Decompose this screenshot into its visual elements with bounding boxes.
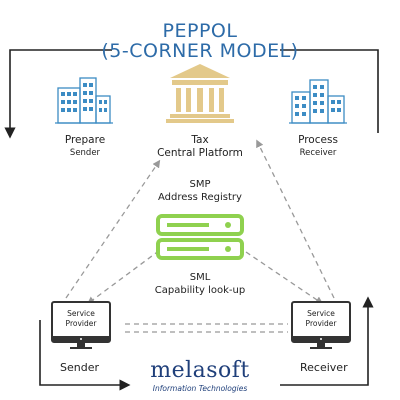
sender-label: Sender [60, 361, 99, 374]
building-icon [55, 77, 113, 124]
process-title: Process [298, 134, 338, 146]
prepare-title: Prepare [64, 134, 106, 146]
monitor-icon [291, 301, 351, 349]
tax-title: Tax [191, 134, 209, 146]
building-icon [289, 79, 347, 124]
prepare-sub: Sender [69, 148, 101, 158]
sp-left-line1: Service [67, 309, 95, 318]
server-icon [156, 214, 244, 260]
dashed-receiver-to-tax [256, 139, 335, 299]
prepare-label: Prepare Sender [45, 134, 125, 160]
diagram-subtitle: (5-CORNER MODEL) [101, 40, 299, 62]
receiver-label: Receiver [300, 361, 348, 374]
dashed-sender-to-tax [65, 159, 161, 299]
service-provider-right: Service Provider [292, 309, 350, 329]
melasoft-tagline: Information Technologies [152, 384, 248, 393]
temple-icon [166, 64, 234, 123]
sp-left-line2: Provider [65, 319, 97, 328]
outer-flow-bottom-left [39, 320, 131, 391]
sml-sub: Capability look-up [154, 285, 246, 296]
monitor-icon [51, 301, 111, 349]
service-provider-left: Service Provider [52, 309, 110, 329]
process-label: Process Receiver [278, 134, 358, 160]
diagram-title: PEPPOL [162, 20, 238, 42]
smp-title: SMP [189, 179, 211, 190]
sml-title: SML [189, 272, 211, 283]
outer-flow-top-left [4, 49, 112, 139]
outer-flow-top-right [280, 49, 379, 133]
sml-label: SML Capability look-up [120, 271, 280, 297]
melasoft-logo: melasoft [150, 358, 250, 383]
outer-flow-bottom-right [280, 296, 374, 386]
dashed-receiver-to-server [245, 251, 324, 305]
sp-right-line2: Provider [305, 319, 337, 328]
tax-label: Tax Central Platform [150, 134, 250, 160]
process-sub: Receiver [299, 148, 337, 158]
smp-label: SMP Address Registry [120, 178, 280, 204]
dashed-sender-to-server [86, 249, 161, 305]
tax-sub: Central Platform [157, 147, 243, 159]
smp-sub: Address Registry [158, 192, 242, 203]
sp-right-line1: Service [307, 309, 335, 318]
